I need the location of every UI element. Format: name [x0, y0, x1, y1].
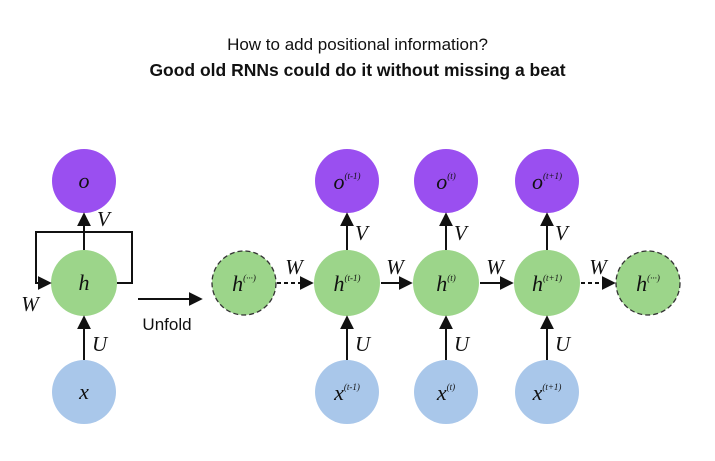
- input-label: x(t): [436, 380, 455, 405]
- weight-input-label: U: [355, 332, 372, 356]
- time-step: o(t) h(t) x(t) V U: [413, 149, 479, 424]
- output-node: [315, 149, 379, 213]
- output-base: o: [532, 169, 543, 194]
- hidden-base: h: [532, 271, 543, 296]
- output-node: [414, 149, 478, 213]
- input-label: x(t+1): [532, 380, 562, 405]
- weight-input-label: U: [454, 332, 471, 356]
- input-node: [515, 360, 579, 424]
- folded-hidden-node: [51, 250, 117, 316]
- folded-output-node: [52, 149, 116, 213]
- weight-output-label: V: [454, 221, 469, 245]
- prev-hidden-label: h(···): [232, 271, 256, 296]
- prev-hidden-sup: (···): [243, 273, 256, 283]
- hidden-sup: (t): [447, 273, 456, 283]
- folded-input-node: [52, 360, 116, 424]
- folded-weight-recurrent-label: W: [21, 292, 41, 316]
- input-sup: (t-1): [344, 382, 360, 392]
- weight-recurrent-label: W: [589, 255, 609, 279]
- hidden-sup: (t-1): [345, 273, 361, 283]
- next-hidden-base: h: [636, 271, 647, 296]
- unrolled-rnn: h(···) h(···) o(t-1) h(t-1) x(t-1) V U o…: [211, 149, 681, 424]
- output-node: [515, 149, 579, 213]
- next-hidden-node: [615, 250, 681, 316]
- weight-recurrent-label: W: [486, 255, 506, 279]
- weight-output-label: V: [355, 221, 370, 245]
- input-base: x: [436, 380, 447, 405]
- diagram-title: How to add positional information?: [227, 35, 488, 54]
- unfold-label: Unfold: [142, 315, 191, 334]
- hidden-label: h(t): [436, 271, 456, 296]
- output-label: o(t+1): [532, 169, 562, 194]
- output-label: o(t): [436, 169, 456, 194]
- folded-output-label: o: [79, 168, 90, 193]
- input-sup: (t+1): [542, 382, 561, 392]
- folded-input-label: x: [78, 379, 89, 404]
- weight-recurrent-label: W: [386, 255, 406, 279]
- time-step: o(t-1) h(t-1) x(t-1) V U: [314, 149, 380, 424]
- hidden-label: h(t-1): [334, 271, 361, 296]
- output-base: o: [436, 169, 447, 194]
- next-hidden-label: h(···): [636, 271, 660, 296]
- prev-hidden-base: h: [232, 271, 243, 296]
- unfold-transition: Unfold: [138, 292, 203, 334]
- folded-rnn: o h x V W U: [21, 149, 133, 424]
- hidden-sup: (t+1): [543, 273, 562, 283]
- next-hidden-sup: (···): [647, 273, 660, 283]
- hidden-node: [413, 250, 479, 316]
- folded-hidden-label: h: [79, 270, 90, 295]
- input-label: x(t-1): [333, 380, 360, 405]
- prev-hidden-node: [211, 250, 277, 316]
- input-base: x: [532, 380, 543, 405]
- hidden-base: h: [436, 271, 447, 296]
- input-base: x: [333, 380, 344, 405]
- output-label: o(t-1): [334, 169, 361, 194]
- hidden-base: h: [334, 271, 345, 296]
- time-step: o(t+1) h(t+1) x(t+1) V U: [514, 149, 580, 424]
- weight-input-label: U: [555, 332, 572, 356]
- weight-recurrent-label: W: [285, 255, 305, 279]
- input-node: [414, 360, 478, 424]
- output-base: o: [334, 169, 345, 194]
- diagram-subtitle: Good old RNNs could do it without missin…: [149, 60, 566, 80]
- weight-output-label: V: [555, 221, 570, 245]
- output-sup: (t-1): [345, 171, 361, 181]
- folded-weight-output-label: V: [97, 207, 112, 231]
- hidden-node: [314, 250, 380, 316]
- hidden-label: h(t+1): [532, 271, 562, 296]
- hidden-node: [514, 250, 580, 316]
- output-sup: (t): [447, 171, 456, 181]
- input-sup: (t): [447, 382, 456, 392]
- input-node: [315, 360, 379, 424]
- output-sup: (t+1): [543, 171, 562, 181]
- folded-weight-input-label: U: [92, 332, 109, 356]
